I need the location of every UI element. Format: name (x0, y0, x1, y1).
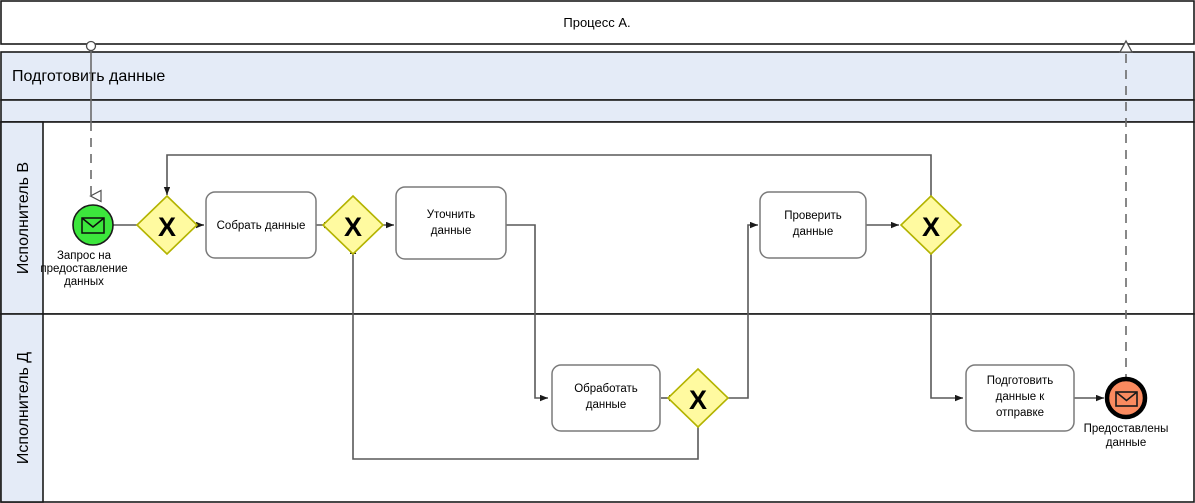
task-label-line-2: данные к (996, 391, 1046, 403)
flow-gw3-to-proverit (719, 221, 758, 399)
pool-title-band: Процесс А. (0, 0, 1195, 45)
phase-subband (0, 99, 1195, 123)
gateway-marker-x: X (689, 385, 707, 415)
gateway-marker-x: X (922, 212, 940, 242)
phase-label: Подготовить данные (12, 68, 165, 85)
task-label-line-2: данные (431, 225, 471, 237)
task-label: Собрать данные (217, 220, 306, 232)
gateway-marker-x: X (344, 212, 362, 242)
pool-title: Процесс А. (563, 15, 630, 30)
lane-container: Исполнитель В Исполнитель Д (0, 121, 1195, 503)
task-podgotovit-dannye-k-otpravke[interactable]: Подготовить данные к отправке (965, 364, 1075, 432)
end-event-label-line-1: Предоставлены (1084, 423, 1169, 435)
end-message-event[interactable]: Предоставлены данные (1084, 376, 1169, 449)
flow-utochnit-to-obrabotat (505, 224, 548, 402)
lane-label-ispolnitel-d: Исполнитель Д (15, 352, 32, 464)
gateway-3-exclusive[interactable]: X (666, 367, 730, 429)
end-event-label-line-2: данные (1106, 437, 1146, 449)
task-label-line-2: данные (586, 399, 626, 411)
task-label-line-3: отправке (996, 407, 1044, 419)
task-utochnit-dannye[interactable]: Уточнить данные (395, 186, 507, 260)
phase-band: Подготовить данные (0, 51, 1195, 101)
task-label-line-1: Проверить (784, 210, 842, 222)
task-obrabotat-dannye[interactable]: Обработать данные (551, 364, 661, 432)
envelope-icon (81, 217, 105, 234)
gateway-marker-x: X (158, 212, 176, 242)
sequence-flows (113, 154, 1104, 460)
lane-header-ispolnitel-d: Исполнитель Д (0, 313, 44, 503)
start-event-label-line-3: данных (64, 276, 104, 288)
gateway-1-exclusive[interactable]: X (135, 194, 199, 256)
message-flow-incoming (85, 40, 102, 203)
task-label-line-1: Подготовить (987, 375, 1054, 387)
gateway-4-exclusive[interactable]: X (899, 194, 963, 256)
envelope-icon (1115, 391, 1138, 407)
lane-label-ispolnitel-v: Исполнитель В (15, 162, 32, 274)
start-event-label-line-1: Запрос на (57, 250, 112, 262)
flow-gw4-loopback-to-gw1 (163, 154, 932, 204)
task-label-line-2: данные (793, 226, 833, 238)
lane-header-ispolnitel-v: Исполнитель В (0, 121, 44, 315)
flow-gw4-to-podgotovit (930, 246, 963, 402)
task-label-line-1: Уточнить (427, 209, 476, 221)
gateway-2-exclusive[interactable]: X (321, 194, 385, 256)
flow-gw3-loopback-to-gw2 (349, 246, 699, 460)
task-proverit-dannye[interactable]: Проверить данные (759, 191, 867, 259)
start-message-event[interactable]: Запрос на предоставление данных (40, 204, 128, 288)
task-label-line-1: Обработать (574, 383, 638, 395)
start-event-label-line-2: предоставление (40, 263, 127, 275)
task-sobrat-dannye[interactable]: Собрать данные (205, 191, 317, 259)
